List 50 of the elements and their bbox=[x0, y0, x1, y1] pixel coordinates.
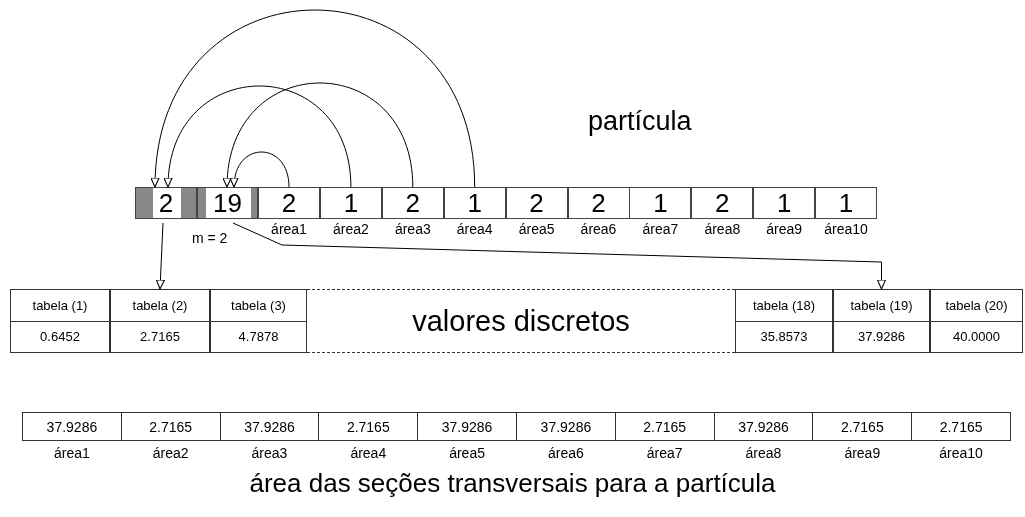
area-label: área2 bbox=[332, 222, 370, 236]
parameter-label: m = 2 bbox=[192, 230, 228, 246]
area-label: área2 bbox=[151, 445, 190, 461]
sequence-cell: 19 bbox=[197, 187, 258, 219]
area-label: área3 bbox=[393, 222, 432, 236]
table-column bbox=[735, 289, 833, 353]
area-label: área5 bbox=[448, 445, 486, 461]
area-label: área9 bbox=[843, 445, 882, 461]
table-value: 4.7878 bbox=[211, 320, 306, 352]
table-header: tabela (1) bbox=[31, 296, 89, 315]
table-column bbox=[210, 289, 307, 353]
table-header: tabela (19) bbox=[849, 296, 914, 315]
area-label: área1 bbox=[53, 445, 91, 461]
area-label: área4 bbox=[455, 222, 494, 236]
table-column bbox=[10, 289, 110, 353]
table-header: tabela (20) bbox=[944, 296, 1009, 315]
arc-arrow bbox=[223, 82, 414, 188]
area-label: área9 bbox=[765, 222, 804, 236]
area-label: área3 bbox=[250, 445, 289, 461]
table-header: tabela (18) bbox=[751, 296, 817, 315]
area-label: área4 bbox=[349, 445, 388, 461]
table-column bbox=[110, 289, 210, 353]
area-label: área8 bbox=[744, 445, 783, 461]
area-label: área10 bbox=[823, 222, 869, 236]
arc-arrow bbox=[151, 9, 476, 188]
arc-arrow bbox=[164, 85, 352, 188]
table-column bbox=[930, 289, 1023, 353]
table-header: tabela (3) bbox=[230, 296, 287, 315]
area-label: área5 bbox=[517, 222, 556, 236]
area-label: área8 bbox=[703, 222, 742, 236]
pointer-arrow bbox=[232, 222, 887, 290]
table-value: 0.6452 bbox=[11, 320, 109, 352]
table-header: tabela (2) bbox=[131, 296, 189, 315]
table-value: 37.9286 bbox=[834, 320, 929, 352]
caption: área das seções transversais para a partícula bbox=[248, 468, 777, 499]
table-value: 35.8573 bbox=[736, 320, 832, 352]
dashed-table-section: valores discretos bbox=[307, 289, 735, 353]
area-label: área6 bbox=[579, 222, 618, 236]
table-column bbox=[833, 289, 930, 353]
area-label: área7 bbox=[641, 222, 680, 236]
table-value: 2.7165 bbox=[111, 320, 209, 352]
area-label: área1 bbox=[270, 222, 308, 236]
sequence-cell: 2 bbox=[135, 187, 197, 219]
pointer-arrow bbox=[155, 222, 165, 290]
table-value: 40.0000 bbox=[931, 320, 1022, 352]
area-label: área6 bbox=[547, 445, 585, 461]
arc-arrow bbox=[230, 151, 290, 188]
area-label: área7 bbox=[645, 445, 684, 461]
sequence-title: partícula bbox=[588, 106, 692, 137]
area-label: área10 bbox=[938, 445, 984, 461]
